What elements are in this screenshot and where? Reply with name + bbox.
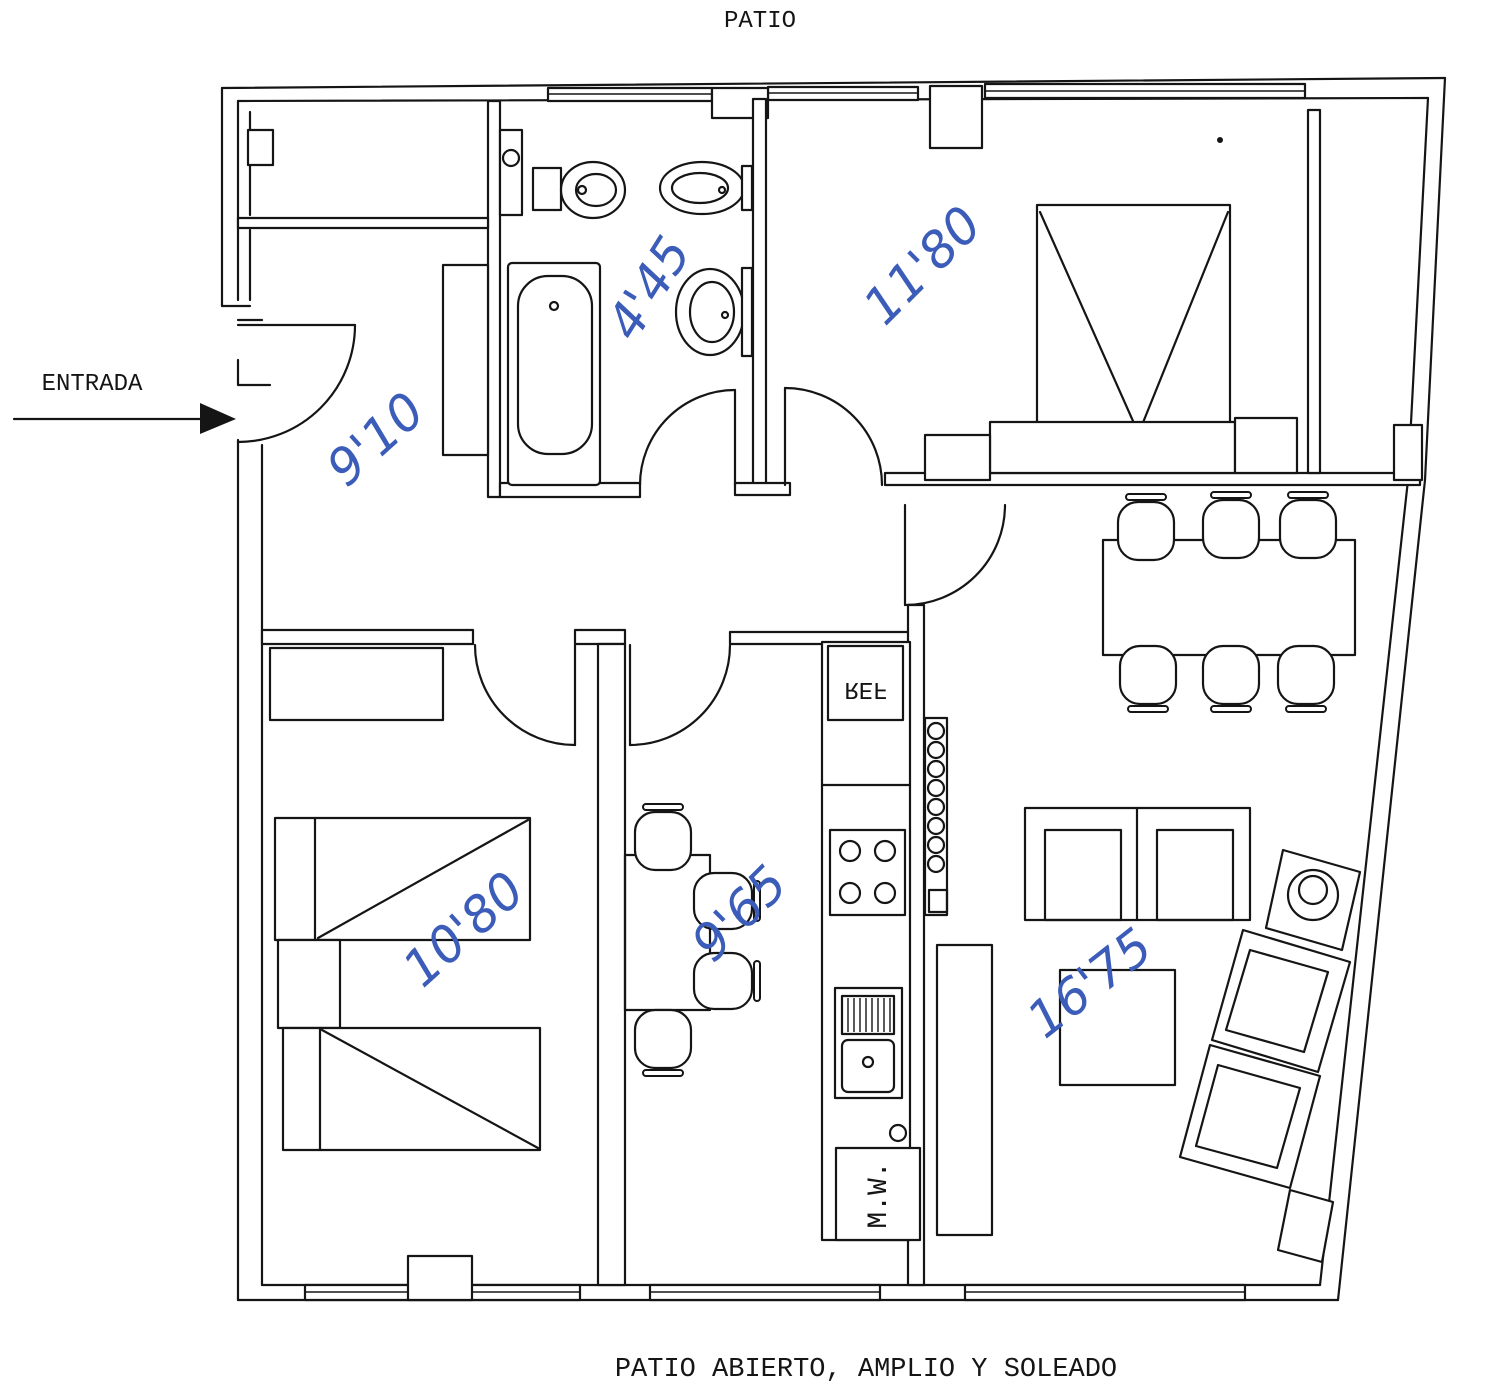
- bedroom-top-furniture: [923, 137, 1299, 482]
- sofa: [1178, 928, 1352, 1190]
- doors: [236, 323, 1007, 747]
- wall-bath-left: [486, 99, 502, 499]
- patio-bottom-label: PATIO ABIERTO, AMPLIO Y SOLEADO: [615, 1355, 1117, 1385]
- coffee-table: [1058, 968, 1177, 1087]
- microwave: M.W.: [834, 1146, 922, 1242]
- bathroom-fixtures: [498, 128, 754, 487]
- fridge: REF: [826, 644, 905, 722]
- bedroom-left-furniture: [268, 646, 542, 1152]
- dining-chair: [1203, 492, 1259, 558]
- wall-bedroom-kitchen: [596, 642, 627, 1287]
- entrance-door: [236, 323, 357, 444]
- kitchen-chair: [635, 804, 691, 870]
- single-bed: [273, 816, 532, 942]
- windows: [303, 82, 1307, 1302]
- window-post: [928, 84, 984, 150]
- bedroom-top-door: [783, 386, 884, 487]
- closet-sliding-door: [236, 216, 490, 230]
- nightstand: [1233, 416, 1299, 475]
- bidet: [658, 160, 754, 216]
- kitchen-sink: [833, 986, 904, 1100]
- radiator: [406, 1254, 474, 1302]
- ceiling-point: [1217, 137, 1223, 143]
- armchairs: [1023, 806, 1252, 922]
- patio-top-label: PATIO: [724, 8, 796, 35]
- nightstand: [276, 938, 342, 1030]
- kitchen-chair: [635, 1010, 691, 1076]
- bathroom-door: [638, 388, 737, 487]
- dining-table: [1101, 538, 1357, 657]
- wall-bath-bottom: [733, 481, 792, 497]
- double-bed: [1035, 203, 1232, 437]
- closet-box: [246, 128, 275, 167]
- tv-cabinet: [935, 943, 994, 1237]
- fridge-label: REF: [844, 675, 887, 702]
- dining-chair: [1118, 494, 1174, 560]
- hob: [828, 828, 907, 917]
- interior-walls: [236, 97, 1424, 1287]
- living-door: [903, 503, 1007, 607]
- dining-chair: [1278, 646, 1334, 712]
- dining-chair: [1203, 646, 1259, 712]
- wall-stub: [573, 628, 627, 646]
- wall-bath-right: [751, 97, 768, 492]
- kitchen-furniture: REF M.W.: [623, 640, 922, 1242]
- small-fixture: [498, 128, 524, 217]
- headboard: [988, 420, 1237, 475]
- area-hall: 9'10: [316, 381, 436, 497]
- microwave-label: M.W.: [864, 1161, 895, 1228]
- cabinet: [268, 646, 445, 722]
- living-furniture: [923, 492, 1362, 1264]
- bedroom-left-door: [473, 643, 577, 747]
- area-bedroom-top: 11'80: [852, 195, 993, 336]
- tap-icon: [888, 1123, 908, 1143]
- side-table: [1264, 848, 1362, 952]
- kitchen-door: [628, 643, 732, 747]
- closet: [246, 110, 275, 302]
- dining-chair: [1120, 646, 1176, 712]
- wardrobe-wall: [1306, 108, 1322, 475]
- end-table: [1276, 1188, 1335, 1264]
- toilet: [531, 160, 627, 220]
- nightstand: [923, 433, 992, 482]
- single-bed: [281, 1026, 542, 1152]
- bathtub: [506, 261, 602, 487]
- dining-chair: [1280, 492, 1336, 558]
- hall-cabinet: [441, 263, 490, 457]
- display-shelf: [923, 716, 949, 917]
- entrance-label: ENTRADA: [42, 371, 143, 398]
- entrance-arrow: [12, 403, 236, 434]
- washbasin: [674, 266, 754, 358]
- wall-hall-bottom: [260, 628, 475, 646]
- entrance-frame: [236, 318, 272, 387]
- corner-post: [1392, 423, 1424, 482]
